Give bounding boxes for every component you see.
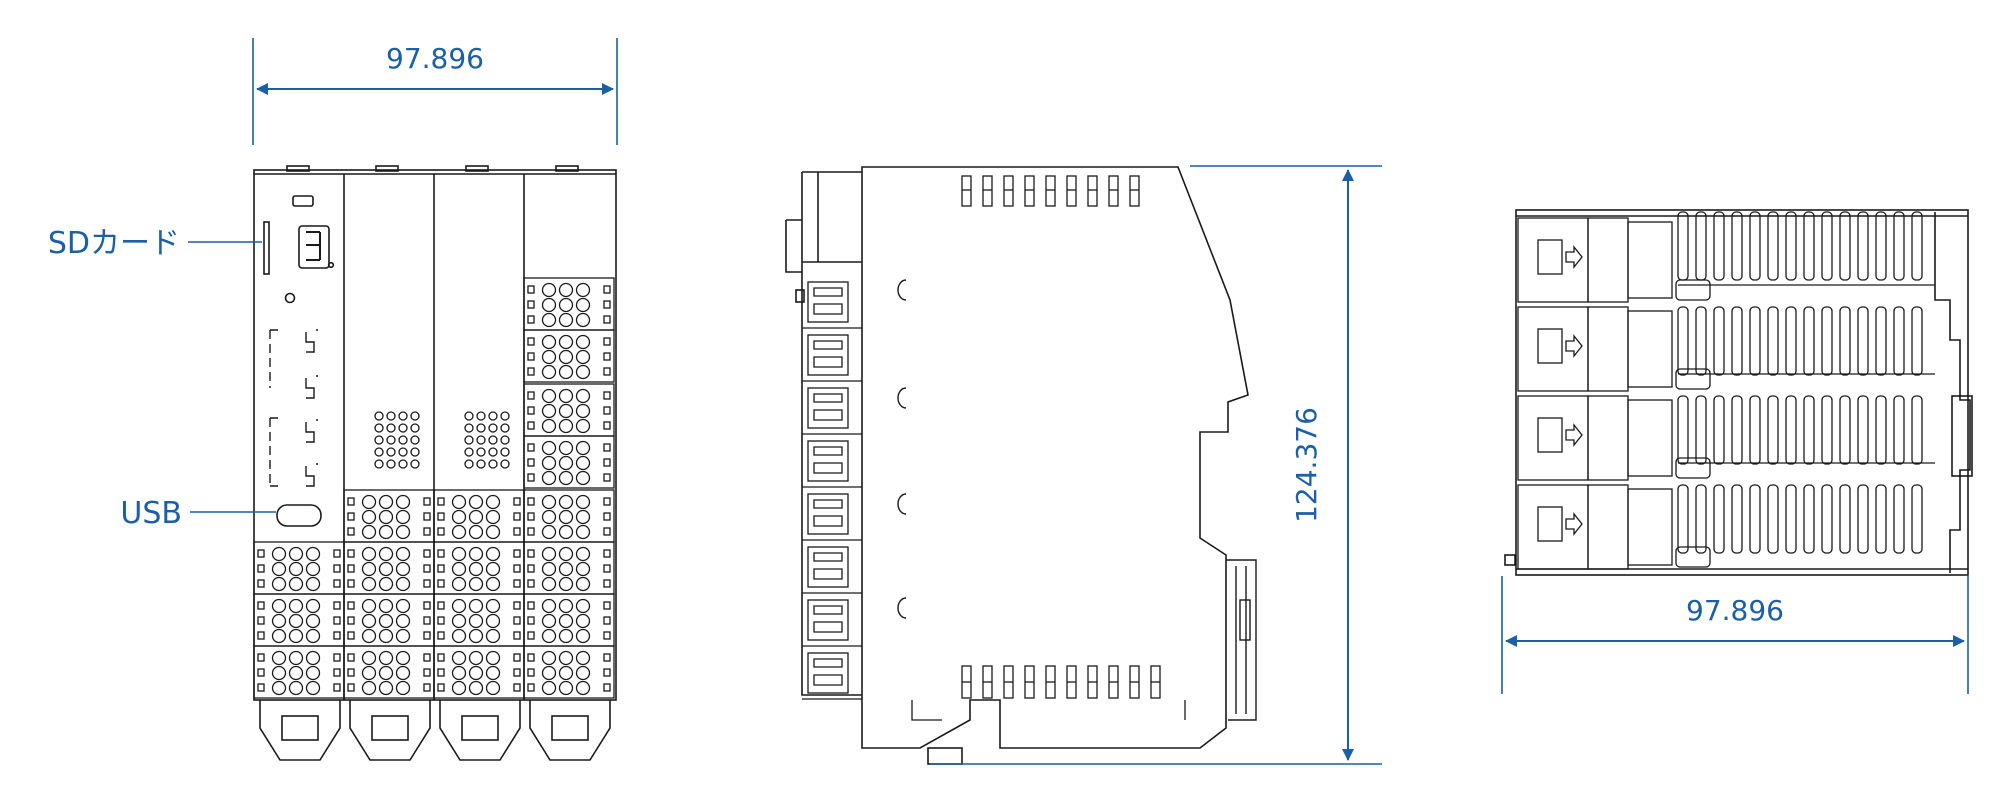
usb-callout: USB [120, 496, 276, 531]
din-rail-clip [1226, 559, 1257, 721]
front-width-label: 97.896 [386, 42, 484, 75]
side-height-label: 124.376 [1290, 407, 1323, 523]
status-led [292, 195, 314, 207]
side-housing-outline [861, 166, 1249, 749]
bottom-latches [259, 700, 611, 761]
sd-card-callout: SDカード [48, 226, 262, 261]
side-view: 124.376 [785, 165, 1382, 765]
top-housing-outline [1515, 209, 1969, 576]
top-connector-column [1517, 217, 1711, 570]
usb-port [276, 504, 322, 527]
top-tabs [286, 165, 579, 172]
side-connector-stack [802, 281, 862, 700]
cpu-module [263, 195, 335, 527]
sd-card-slot [263, 221, 270, 275]
sd-card-label: SDカード [48, 226, 180, 261]
top-view: 97.896 [1501, 209, 1973, 694]
front-width-dimension: 97.896 [252, 38, 618, 145]
front-view: 97.896 [48, 38, 618, 761]
top-width-dimension: 97.896 [1501, 576, 1969, 694]
side-vent-slots [961, 175, 1161, 699]
port-brackets [269, 329, 320, 487]
usb-label: USB [120, 496, 182, 531]
seven-segment-display [298, 225, 330, 269]
top-cooling-fins [1677, 211, 1935, 554]
vent-dots-module-3 [464, 411, 510, 469]
side-clips [897, 279, 907, 619]
front-housing-outline [253, 169, 617, 701]
top-width-label: 97.896 [1686, 594, 1784, 627]
side-height-dimension: 124.376 [930, 165, 1382, 765]
terminal-blocks [253, 277, 615, 699]
vent-dots-module-2 [374, 411, 420, 469]
